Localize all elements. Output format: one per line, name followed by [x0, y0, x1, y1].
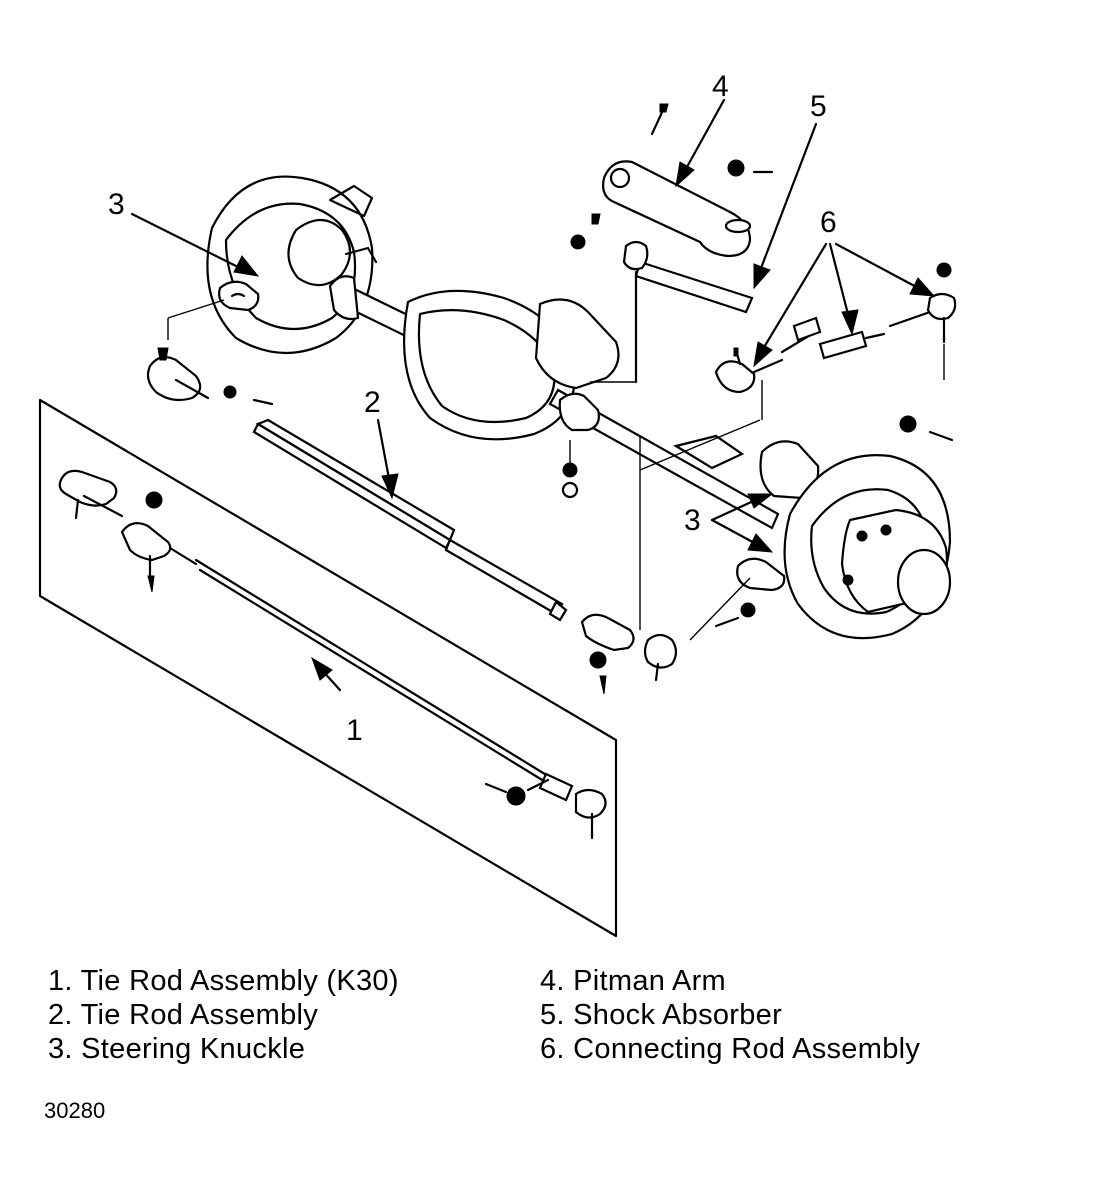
k30-tie-rod-assembly — [58, 469, 607, 840]
callout-4: 4 — [712, 70, 729, 103]
legend-item-5: 5. Shock Absorber — [540, 999, 783, 1031]
front-axle-housing — [328, 275, 780, 630]
legend-left-column: 1. Tie Rod Assembly (K30) 2. Tie Rod Ass… — [48, 964, 399, 1066]
legend-item-1: 1. Tie Rod Assembly (K30) — [48, 965, 399, 997]
figure-id: 30280 — [44, 1098, 106, 1123]
pitman-arm — [570, 103, 774, 258]
callout-3-left: 3 — [108, 188, 125, 221]
legend-item-6: 6. Connecting Rod Assembly — [540, 1033, 921, 1065]
legend-item-3: 3. Steering Knuckle — [48, 1033, 306, 1065]
legend-right-column: 4. Pitman Arm 5. Shock Absorber 6. Conne… — [540, 964, 920, 1066]
connecting-rod-assembly — [714, 262, 957, 420]
left-tie-rod-end — [146, 299, 274, 406]
tie-rod-assembly — [252, 418, 678, 695]
callout-6: 6 — [820, 206, 837, 239]
callout-2: 2 — [364, 386, 381, 419]
legend-item-4: 4. Pitman Arm — [540, 965, 727, 997]
leader-arrows — [130, 98, 936, 692]
shock-absorber — [590, 240, 754, 384]
right-steering-knuckle — [689, 415, 954, 641]
callout-5: 5 — [810, 90, 827, 123]
callout-1: 1 — [346, 714, 363, 747]
legend-item-2: 2. Tie Rod Assembly — [48, 999, 319, 1031]
k30-inset-panel — [38, 398, 618, 938]
steering-linkage-diagram: 1 2 3 3 4 5 6 — [38, 70, 957, 938]
callout-3-right: 3 — [684, 504, 701, 537]
